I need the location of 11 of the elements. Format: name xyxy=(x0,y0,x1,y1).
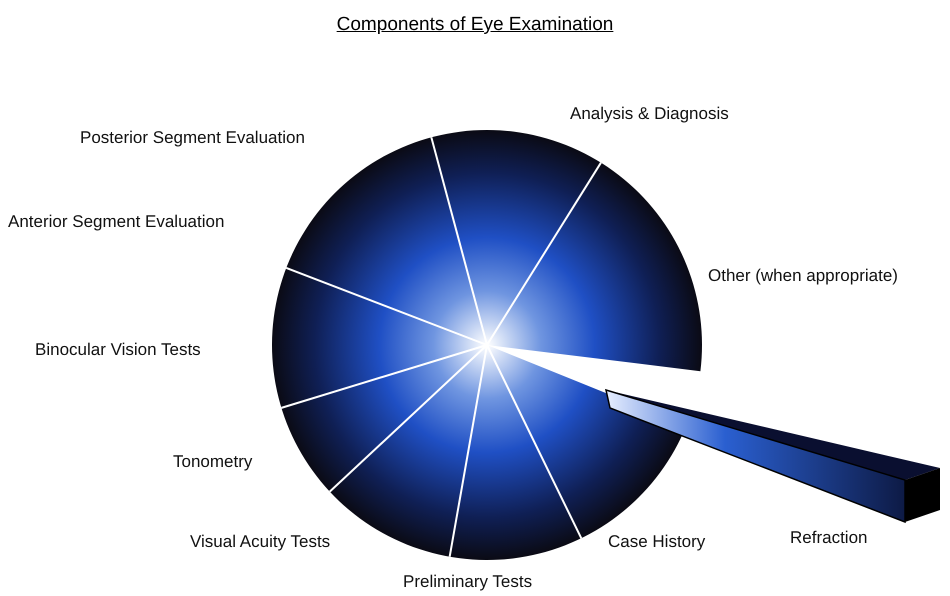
slice-label: Refraction xyxy=(790,528,868,548)
slice-label: Other (when appropriate) xyxy=(708,266,898,286)
slice-label: Tonometry xyxy=(173,452,252,472)
slice-label: Preliminary Tests xyxy=(403,572,532,592)
slice-label: Binocular Vision Tests xyxy=(35,340,201,360)
slice-label: Visual Acuity Tests xyxy=(190,532,330,552)
slice-label: Posterior Segment Evaluation xyxy=(80,128,305,148)
slice-label: Anterior Segment Evaluation xyxy=(8,212,224,232)
slice-label: Case History xyxy=(608,532,706,552)
chart-title: Components of Eye Examination xyxy=(336,14,614,35)
slice-label: Analysis & Diagnosis xyxy=(570,104,729,124)
